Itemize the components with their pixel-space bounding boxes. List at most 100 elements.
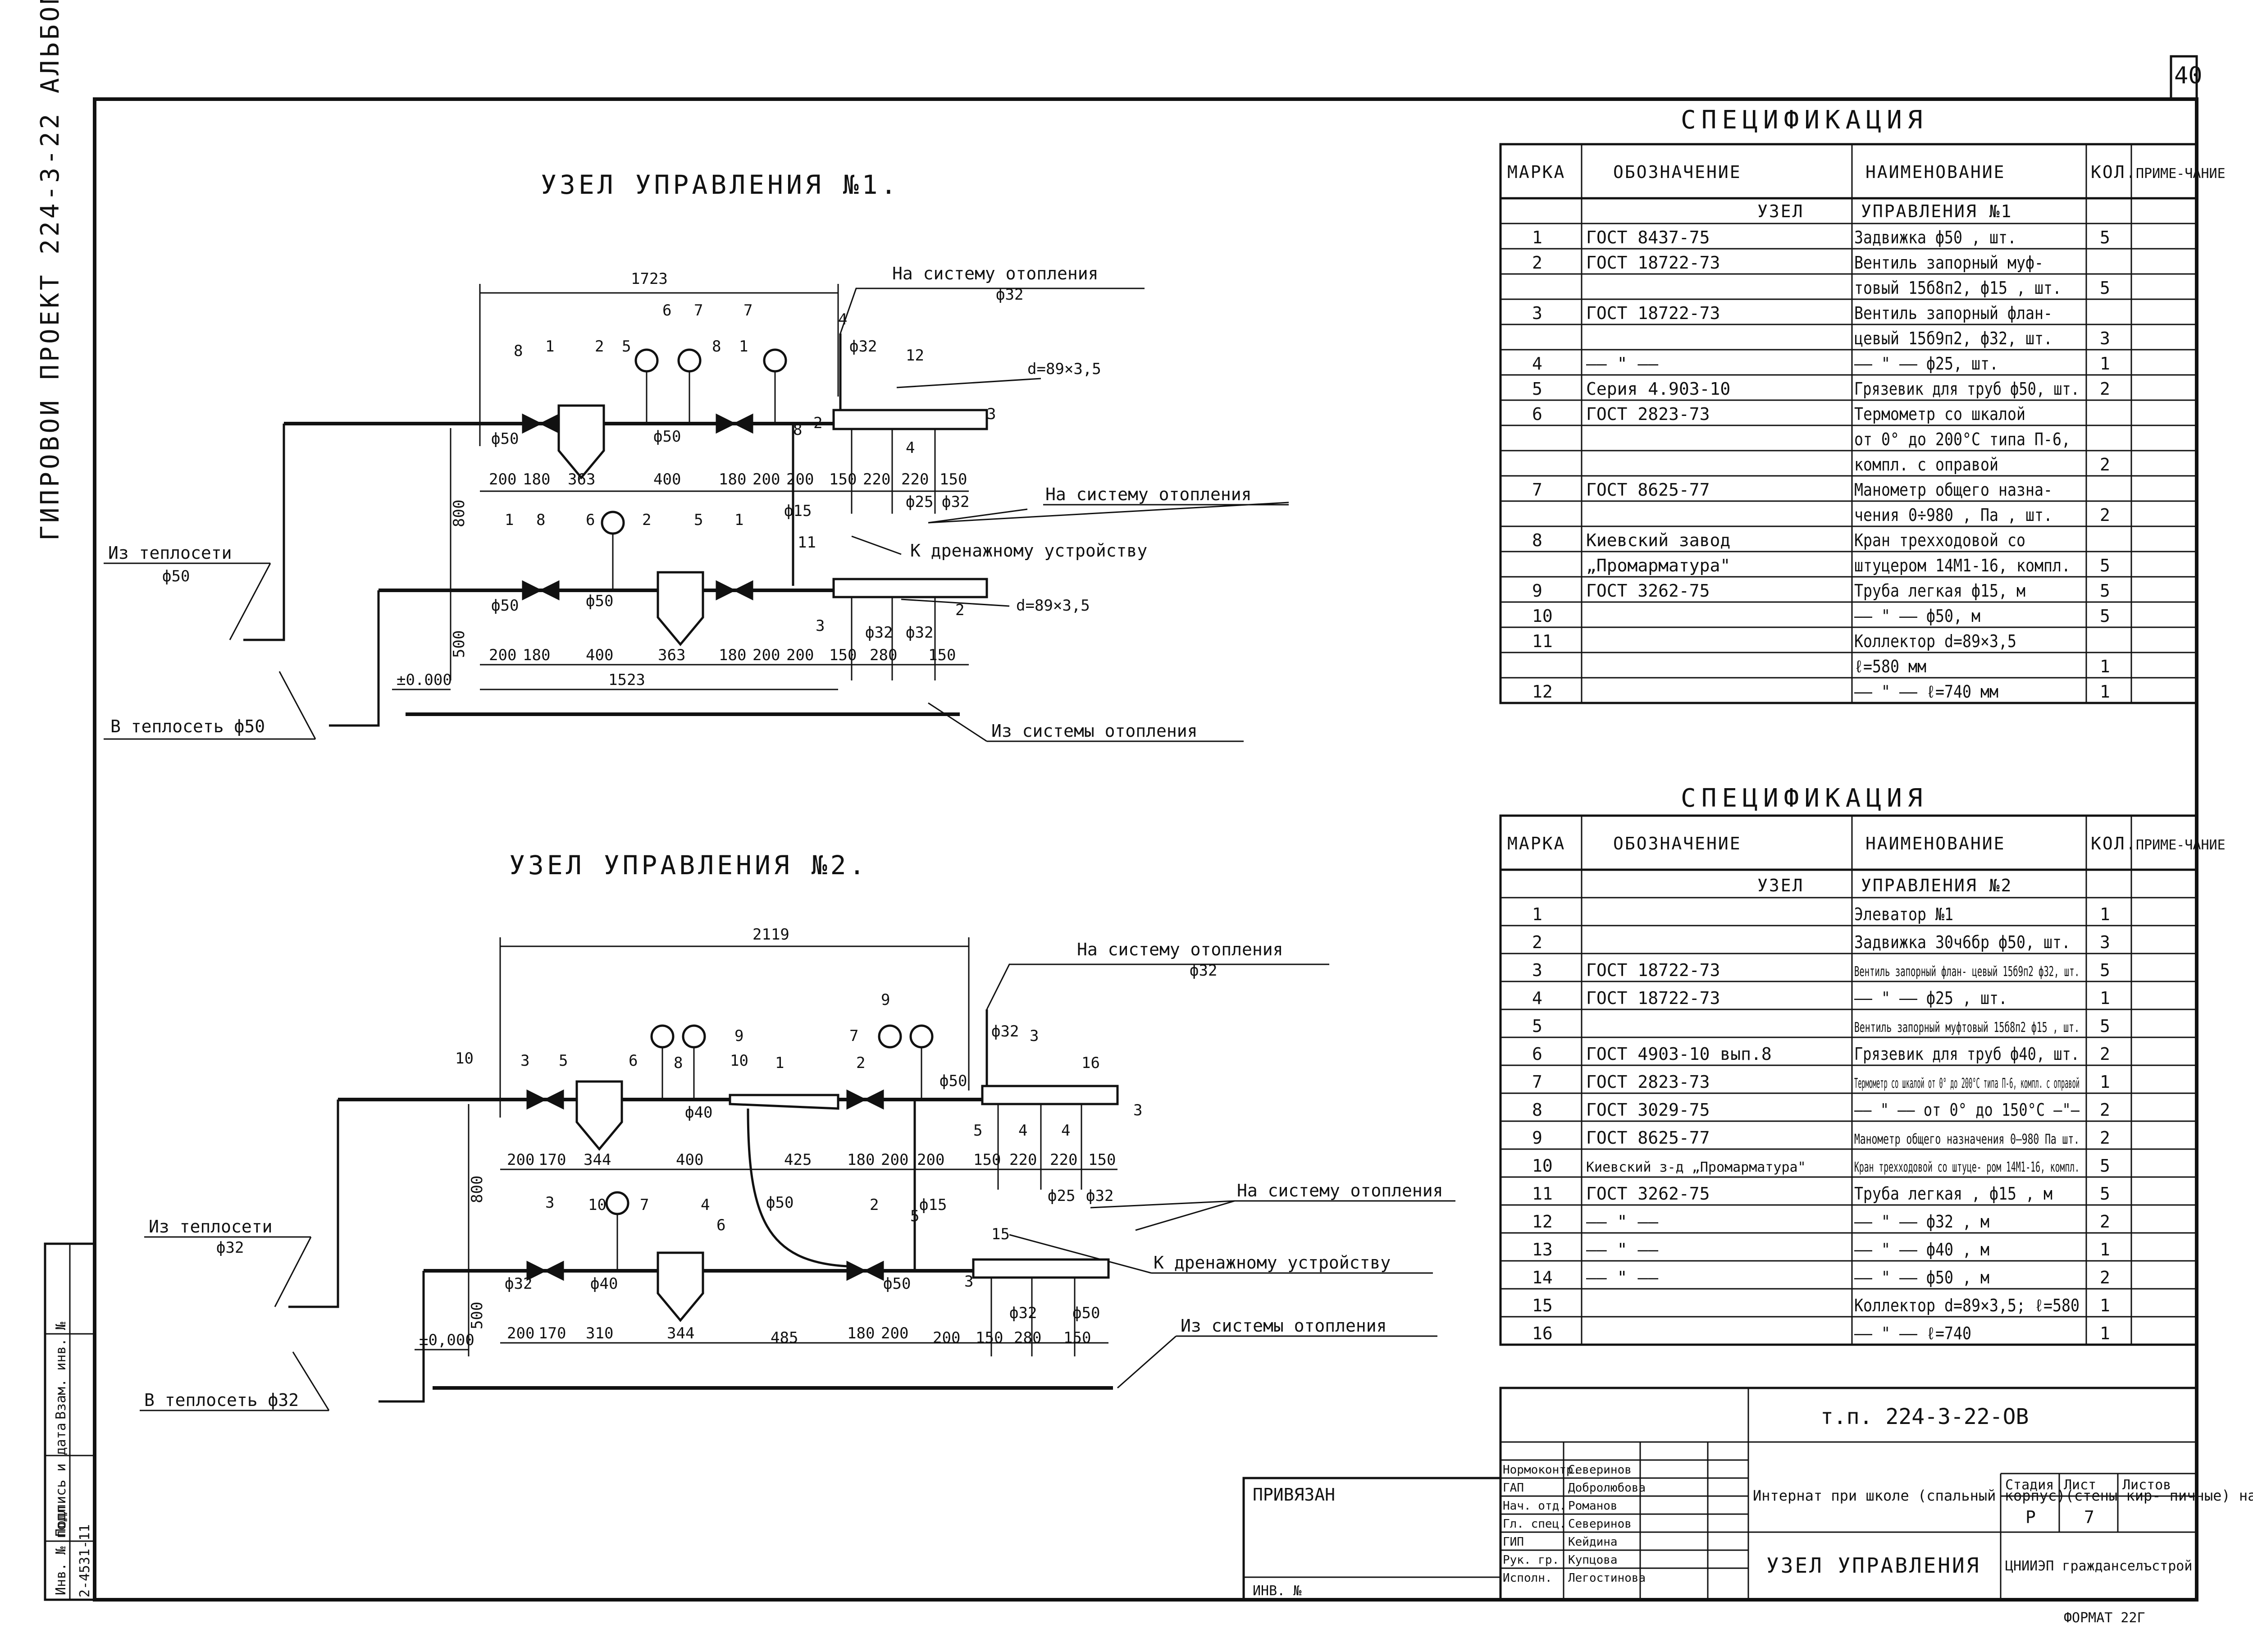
svg-text:2: 2 [813,414,822,432]
node1-to-heating-label: На систему отопления [892,264,1099,283]
node1-to-heating-dia: ф32 [996,286,1023,304]
spec1-cell: цевый 15б9п2, ф32, шт. [1854,329,2052,348]
svg-text:800: 800 [450,500,468,527]
svg-text:11: 11 [798,534,816,552]
svg-text:7: 7 [849,1027,858,1045]
node2-from-heating: Из системы отопления [1181,1316,1387,1336]
spec1-cell: —— " —— [1586,354,1658,374]
spec2-cell: 1 [2100,1072,2110,1092]
spec2-cell: 3 [1532,960,1542,980]
svg-text:12: 12 [906,347,924,365]
node2-to-heating-label: На систему отопления [1077,940,1283,959]
node2-collector-bottom [972,1258,1110,1279]
spec2-cell: —— " —— [1586,1240,1658,1260]
spec2-cell: Вентиль запорный муфтовый 15б8п2 ф15 , ш… [1854,1020,2080,1036]
stamp-number: 2-4531-11 [77,1524,93,1597]
node2-thermometer-top [650,1024,675,1049]
node1-to-network: В теплосеть ф50 [110,716,265,736]
title-stage: Р [2025,1507,2036,1527]
spec2-cell: —— " —— ф50 , м [1854,1268,1989,1287]
spec1-cell: 11 [1532,631,1553,651]
spec2-cell: ГОСТ 18722-73 [1586,988,1720,1008]
side-project-stamp: ГИПРОВОИ ПРОЕКТ 224-3-22 АЛЬБОМ I [36,0,65,541]
spec2-cell: Кран трехходовой со штуце- ром 14М1-16, … [1854,1159,2080,1175]
spec1-cell: —— " —— ф25, шт. [1854,354,1998,374]
svg-text:2: 2 [642,511,651,529]
svg-text:150: 150 [829,470,857,488]
spec2-cell: Задвижка 30ч6бр ф50, шт. [1854,932,2071,952]
svg-text:ф32: ф32 [865,624,893,642]
svg-text:5: 5 [910,1207,919,1225]
spec1-cell: Термометр со шкалой [1854,404,2025,424]
title-sheet: 7 [2084,1507,2094,1527]
svg-text:200: 200 [753,470,780,488]
spec2-cell: 1 [1532,904,1542,924]
spec1-cell: 1 [1532,228,1542,247]
node1-drainage-label: К дренажному устройству [910,541,1147,561]
spec1-cell: ℓ=580 мм [1854,657,1926,676]
node2-from-network-dia: ф32 [216,1239,244,1257]
spec2-cell: ГОСТ 8625-77 [1586,1128,1710,1148]
node2-manometer-top-2 [909,1024,934,1049]
svg-text:2: 2 [856,1054,865,1072]
spec2-title: СПЕЦИФИКАЦИЯ [1681,784,1928,813]
node2-drainage-label: К дренажному устройству [1154,1253,1391,1273]
spec1-section-left: УЗЕЛ [1757,201,1804,221]
svg-text:200: 200 [489,646,516,664]
title-project-name: Интернат при школе (спальный корпус)(сте… [1753,1487,2253,1504]
svg-text:200: 200 [917,1151,944,1169]
spec1-cell: 5 [1532,379,1542,399]
spec1-cell: 1 [2100,354,2110,374]
spec2-cell: ГОСТ 3262-75 [1586,1184,1710,1204]
spec1-cell: Грязевик для труб ф50, шт. [1854,379,2080,399]
svg-text:ф40: ф40 [685,1104,712,1122]
svg-text:ф32: ф32 [906,624,933,642]
spec2-cell: 1 [2100,904,2110,924]
svg-text:344: 344 [584,1151,611,1169]
svg-text:150: 150 [928,646,956,664]
svg-text:ф32: ф32 [991,1022,1019,1040]
spec2-cell: 5 [2100,1184,2110,1204]
svg-text:8: 8 [793,421,802,439]
svg-text:344: 344 [667,1324,694,1342]
title-role: Нормоконтр. [1503,1463,1580,1477]
spec2-header-1: ОБОЗНАЧЕНИЕ [1613,834,1742,853]
svg-text:6: 6 [716,1216,725,1234]
title-role: ГИП [1503,1535,1524,1549]
title-person: Купцова [1568,1553,1618,1567]
svg-text:3: 3 [545,1194,554,1212]
spec1-cell: 1 [2100,657,2110,676]
spec2-cell: ГОСТ 18722-73 [1586,960,1720,980]
svg-text:200: 200 [786,470,814,488]
svg-text:180: 180 [847,1324,875,1342]
svg-text:ф50: ф50 [653,428,681,446]
svg-text:ф50: ф50 [766,1194,794,1212]
spec1-cell: ГОСТ 18722-73 [1586,253,1720,273]
svg-text:1: 1 [734,511,743,529]
spec2-cell: 1 [2100,988,2110,1008]
svg-text:6: 6 [629,1052,638,1070]
spec2-cell: —— " —— [1586,1212,1658,1232]
title-block: т.п. 224-3-22-ОВ ПРИВЯЗАН ИНВ. № Нормоко… [1242,1387,2253,1626]
svg-text:15: 15 [991,1225,1010,1243]
svg-text:400: 400 [676,1151,703,1169]
svg-text:ф50: ф50 [491,430,519,448]
node2-to-network: В теплосеть ф32 [144,1390,299,1410]
node1-from-heating: Из системы отопления [991,721,1198,741]
spec2-cell: 5 [1532,1016,1542,1036]
spec2-cell: 11 [1532,1184,1553,1204]
svg-text:7: 7 [694,301,703,319]
spec1-cell: 2 [2100,379,2110,399]
stamp-field-signature: Подпись и дата [53,1423,69,1537]
spec2-cell: Грязевик для труб ф40, шт. [1854,1044,2080,1064]
svg-text:ф50: ф50 [883,1275,911,1293]
spec2-header-3: КОЛ. [2091,834,2138,853]
spec2-cell: 5 [2100,1016,2110,1036]
spec2-cell: 8 [1532,1100,1542,1120]
svg-text:4: 4 [1061,1122,1070,1140]
spec1-header-3: КОЛ. [2091,162,2138,182]
spec1-header-0: МАРКА [1507,162,1565,182]
svg-text:ф32: ф32 [505,1275,532,1293]
